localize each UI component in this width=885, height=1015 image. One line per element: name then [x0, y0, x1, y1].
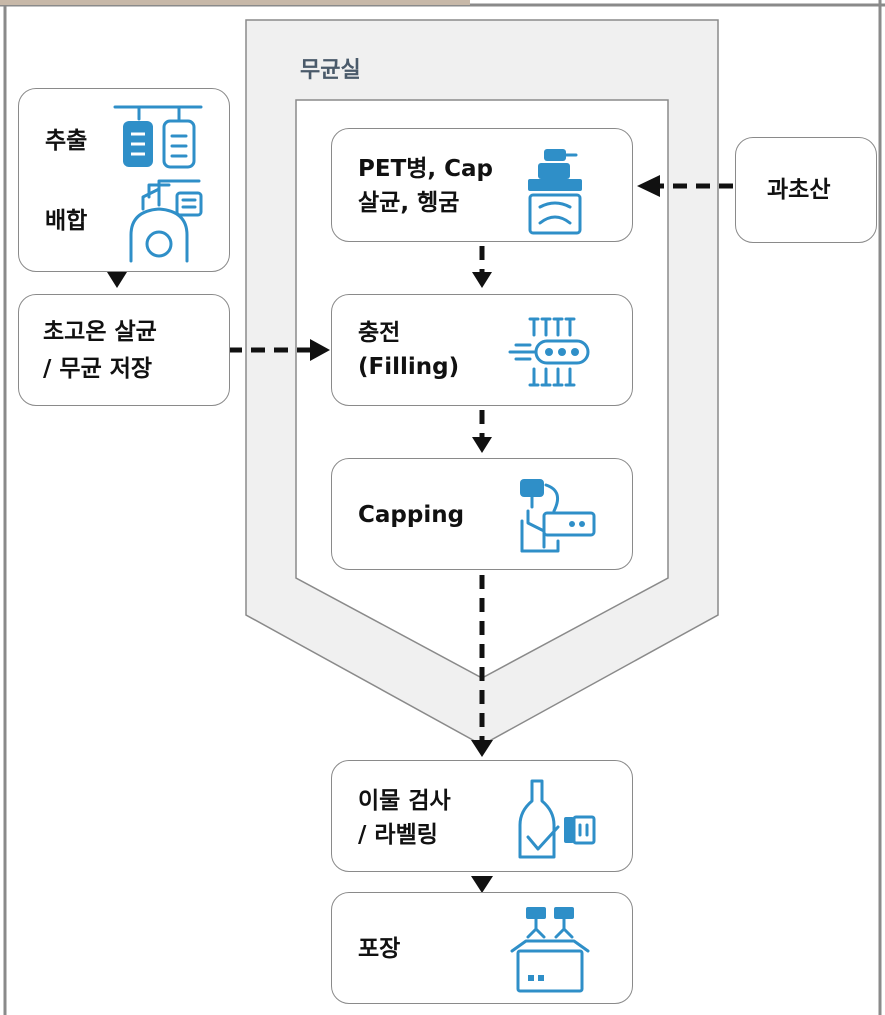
- robot-box-icon: [510, 907, 590, 993]
- extract-label: 추출: [45, 128, 88, 154]
- inspect-label-line2: / 라벨링: [358, 822, 438, 848]
- flow-arrows: [228, 183, 733, 740]
- tanks-icon: [113, 105, 203, 169]
- sterilize-label-line1: PET병, Cap: [358, 156, 494, 182]
- zone-title: 무균실: [300, 58, 361, 83]
- filling-label-line1: 충전: [358, 320, 401, 346]
- filling-machine-icon: [508, 317, 590, 387]
- peroxide-label: 과초산: [767, 177, 831, 203]
- node-inspection-labeling: 이물 검사 / 라벨링: [331, 760, 633, 872]
- sterilize-label-line2: 살균, 헹굼: [358, 190, 460, 216]
- node-extract-blend: 추출 배합: [18, 88, 230, 272]
- mixer-icon: [129, 179, 203, 263]
- node-capping: Capping: [331, 458, 633, 570]
- inspect-label-line1: 이물 검사: [358, 788, 451, 814]
- blend-label: 배합: [45, 208, 88, 234]
- packing-label: 포장: [358, 936, 401, 962]
- capping-robot-icon: [520, 479, 596, 553]
- capping-label: Capping: [358, 502, 465, 528]
- node-pet-cap-sterilize: PET병, Cap 살균, 헹굼: [331, 128, 633, 242]
- uht-label-line2: / 무균 저장: [43, 356, 153, 382]
- filling-label-line2: (Filling): [358, 354, 460, 380]
- node-peroxyacetic-acid: 과초산: [735, 137, 877, 243]
- bottle-check-camera-icon: [518, 779, 596, 859]
- spray-bottle-icon: [528, 149, 582, 235]
- uht-label-line1: 초고온 살균: [43, 319, 157, 345]
- node-uht-aseptic-storage: 초고온 살균 / 무균 저장: [18, 294, 230, 406]
- node-packing: 포장: [331, 892, 633, 1004]
- node-filling: 충전 (Filling): [331, 294, 633, 406]
